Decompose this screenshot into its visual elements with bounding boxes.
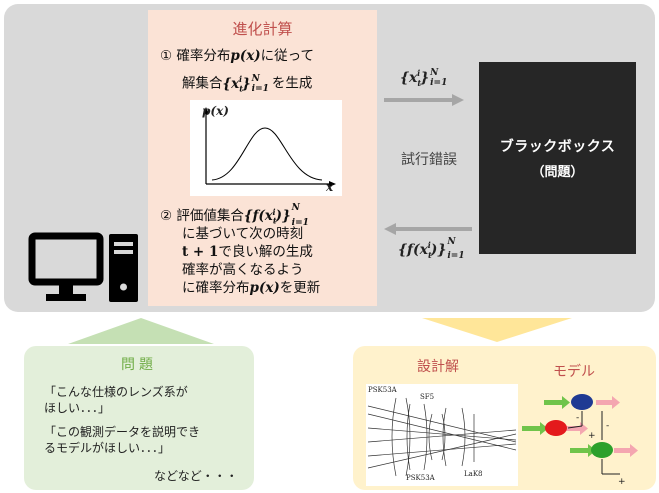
step2-text-f: に確率分布 [182,280,250,296]
step2-line5: に確率分布p(x)を更新 [182,280,320,298]
distribution-plot: p(x) x [190,100,342,196]
step1-text-b: に従って [260,48,314,64]
step2-line4: 確率が高くなるよう [182,262,304,278]
step2-line3: t + 1で良い解の生成 [182,244,313,262]
plot-x-label: x [326,180,334,194]
computer-icon [28,232,138,302]
step2-line2: に基づいて次の時刻 [182,226,304,242]
trial-and-error-label: 試行錯誤 [401,152,457,168]
arrow-top-i1: i=1 [430,78,448,88]
arrow-top-N: N [430,68,439,78]
step2-time: t + 1 [182,244,219,260]
problem-line1: 「こんな仕様のレンズ系が [44,385,188,399]
model-sign-1: + [588,431,596,441]
design-title: 設計解 [417,359,459,375]
step2-text-a: 評価値集合 [176,208,244,224]
arrow-right-icon [384,94,464,106]
step2-text-d: で良い解の生成 [218,244,313,260]
step2-set-f: {f(xti)} [243,206,291,226]
problem-line3: 「この観測データを説明でき [44,425,201,439]
step1-number: ① [160,48,173,64]
lens-label-3: PSK53A [406,474,435,482]
plot-y-label: p(x) [202,104,229,118]
down-triangle-icon [422,318,572,342]
step2-text-g: を更新 [279,280,321,296]
black-box-subtitle: （問題） [531,165,584,180]
problem-box [24,346,254,490]
problem-line5: などなど・・・ [154,469,238,483]
black-box: ブラックボックス （問題） [479,62,636,254]
lens-label-2: SF5 [420,393,435,401]
arrow-left-icon [384,223,472,235]
step1-text-c: 解集合 [182,75,223,92]
lens-label-1: PSK53A [368,386,397,394]
step1-set-x: {xti} [222,74,251,94]
step1-text-a: 確率分布 [176,48,231,64]
step1-line1: ① 確率分布p(x)に従って [160,48,314,66]
model-sign-3: + [618,477,626,487]
lens-system-diagram: PSK53A SF5 PSK53A LaK8 [366,384,518,486]
arrow-bottom-i1: i=1 [447,251,465,261]
model-sign-2: - [606,421,609,431]
problem-title: 問題 [121,357,157,373]
step2-set-N: N [291,203,300,213]
step1-text-d: を生成 [271,75,313,92]
model-title: モデル [553,364,595,380]
step1-set-N: N [251,73,260,84]
lens-label-4: LaK8 [464,470,483,478]
step1-set-i1: i=1 [251,83,269,94]
problem-line2: ほしい．．．」 [44,401,111,415]
arrow-top-set: {xti} [400,68,430,88]
model-network-diagram: + - + - [522,394,638,487]
step2-number: ② [160,208,173,224]
arrow-bottom-N: N [447,237,456,247]
model-sign-4: - [576,413,579,423]
evolution-title: 進化計算 [232,20,293,38]
step1-formula-px: p(x) [230,48,261,64]
step2-set-i1: i=1 [291,218,309,228]
problem-line4: るモデルがほしい．．．」 [44,441,171,455]
step2-formula-px: p(x) [249,280,280,296]
arrow-bottom-set: {f(xti)} [398,239,447,260]
black-box-title: ブラックボックス [499,139,616,155]
up-triangle-icon [68,318,214,344]
